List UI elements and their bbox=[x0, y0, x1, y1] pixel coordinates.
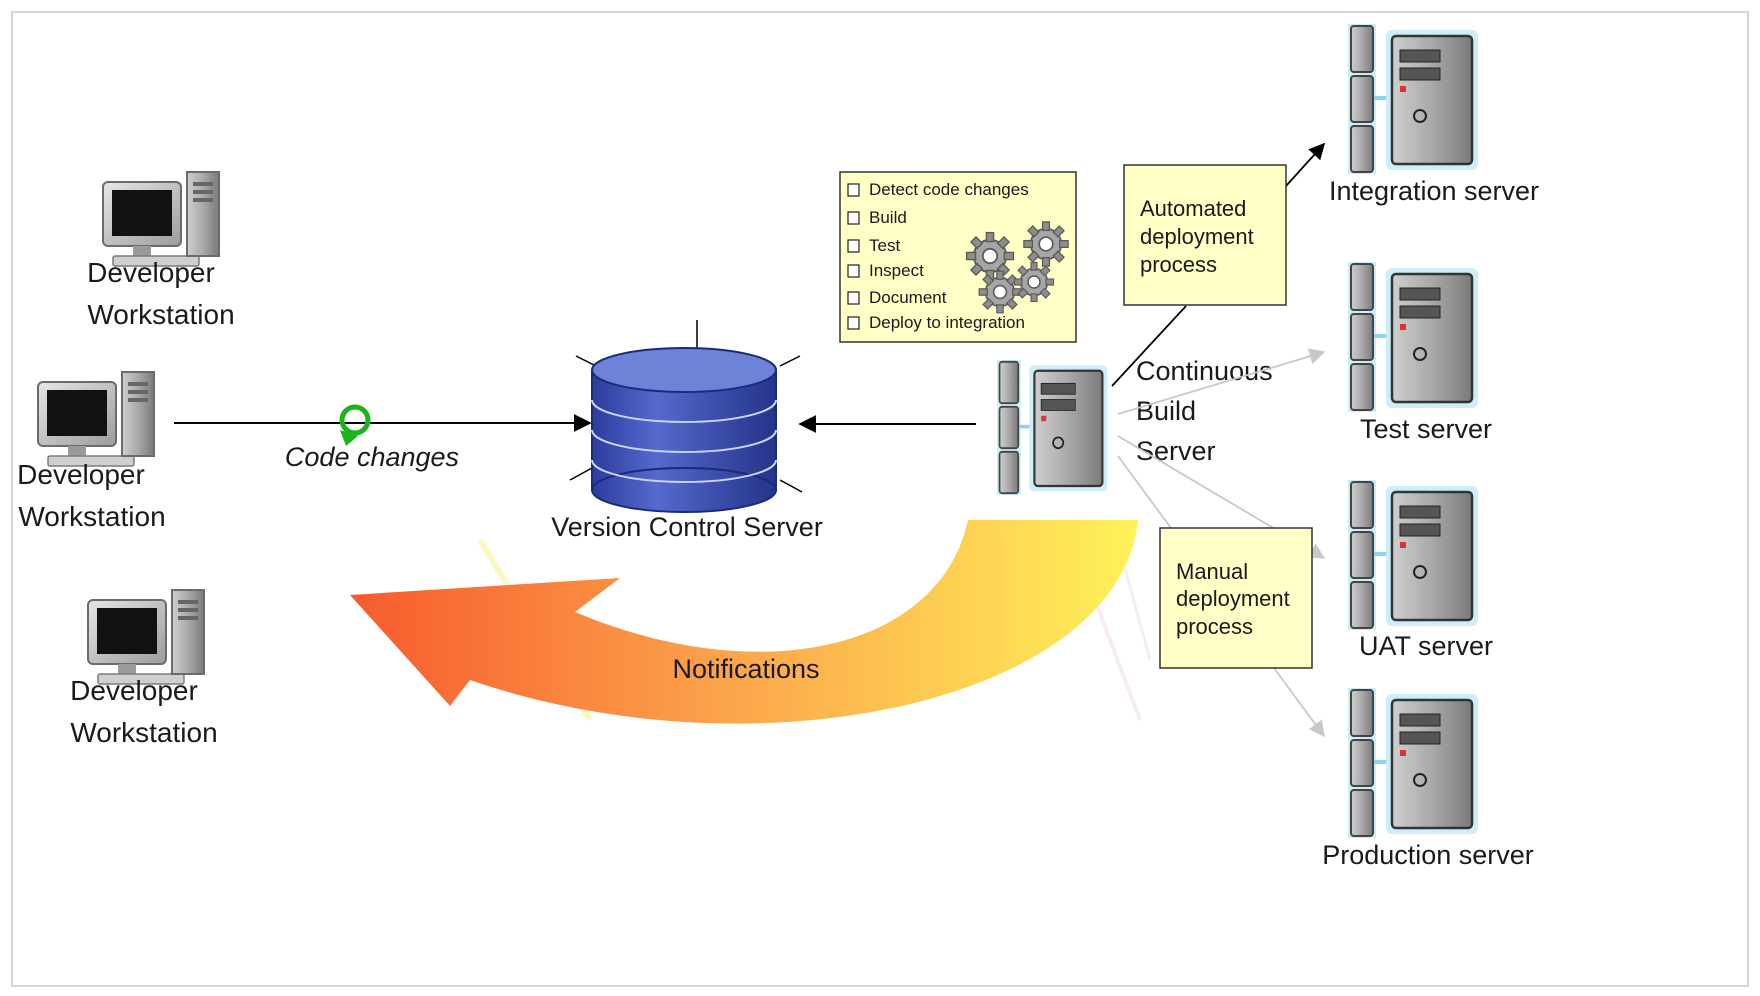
workstation-icon bbox=[37, 371, 155, 467]
manual-deployment-box: Manual deployment process bbox=[1159, 527, 1313, 669]
automated-line3: process bbox=[1140, 252, 1217, 277]
uat-server: UAT server bbox=[1346, 478, 1493, 661]
build-server-line1: Continuous bbox=[1136, 356, 1273, 386]
workstation-1-line2: Workstation bbox=[87, 299, 234, 330]
checklist-item: Deploy to integration bbox=[869, 313, 1025, 332]
manual-line2: deployment bbox=[1176, 586, 1290, 611]
workstation-2-line2: Workstation bbox=[18, 501, 165, 532]
checkbox bbox=[847, 211, 860, 225]
test-server-label: Test server bbox=[1360, 414, 1492, 444]
build-server-line3: Server bbox=[1136, 436, 1216, 466]
workstation-icon bbox=[102, 171, 220, 267]
production-server-label: Production server bbox=[1322, 840, 1534, 870]
workstation-icon bbox=[87, 589, 205, 685]
developer-workstation-3: Developer Workstation bbox=[70, 589, 218, 748]
server-icon bbox=[1346, 478, 1480, 632]
notifications-label: Notifications bbox=[672, 654, 819, 684]
checklist-item: Document bbox=[869, 288, 947, 307]
checklist-item: Test bbox=[869, 236, 900, 255]
server-icon bbox=[1346, 260, 1480, 414]
automated-line2: deployment bbox=[1140, 224, 1254, 249]
uat-server-label: UAT server bbox=[1359, 631, 1493, 661]
manual-line3: process bbox=[1176, 614, 1253, 639]
checkbox bbox=[847, 264, 860, 278]
build-steps-note: Detect code changes Build Test Inspect D… bbox=[839, 171, 1077, 343]
build-server-icon bbox=[995, 358, 1109, 497]
automated-line1: Automated bbox=[1140, 196, 1246, 221]
production-server: Production server bbox=[1322, 686, 1534, 870]
automated-connector bbox=[1111, 305, 1187, 387]
manual-line1: Manual bbox=[1176, 559, 1248, 584]
developer-workstation-1: Developer Workstation bbox=[87, 171, 235, 330]
workstation-1-line1: Developer bbox=[87, 257, 215, 288]
figure-frame bbox=[11, 11, 1749, 987]
test-arrow bbox=[1117, 348, 1326, 415]
workstation-3-line2: Workstation bbox=[70, 717, 217, 748]
version-control-label: Version Control Server bbox=[551, 512, 823, 542]
test-server: Test server bbox=[1346, 260, 1492, 444]
checkbox bbox=[847, 239, 860, 253]
integration-server-label: Integration server bbox=[1329, 176, 1539, 206]
developer-workstation-2: Developer Workstation bbox=[17, 371, 166, 532]
workstation-3-line1: Developer bbox=[70, 675, 198, 706]
refresh-icon bbox=[339, 404, 371, 446]
workstation-2-line1: Developer bbox=[17, 459, 145, 490]
automated-deployment-box: Automated deployment process bbox=[1123, 164, 1287, 306]
integration-arrow bbox=[1285, 142, 1326, 187]
checkbox bbox=[847, 291, 860, 305]
integration-server: Integration server bbox=[1329, 22, 1539, 206]
checklist-item: Inspect bbox=[869, 261, 924, 280]
checklist-item: Build bbox=[869, 208, 907, 227]
server-icon bbox=[1346, 22, 1480, 176]
checklist-item: Detect code changes bbox=[869, 180, 1029, 199]
build-server-line2: Build bbox=[1136, 396, 1196, 426]
code-changes-label: Code changes bbox=[285, 442, 459, 472]
checkbox bbox=[847, 183, 860, 197]
checkbox bbox=[847, 316, 860, 330]
database-icon bbox=[569, 320, 803, 513]
notifications-arrow bbox=[350, 520, 1138, 724]
server-icon bbox=[1346, 686, 1480, 840]
